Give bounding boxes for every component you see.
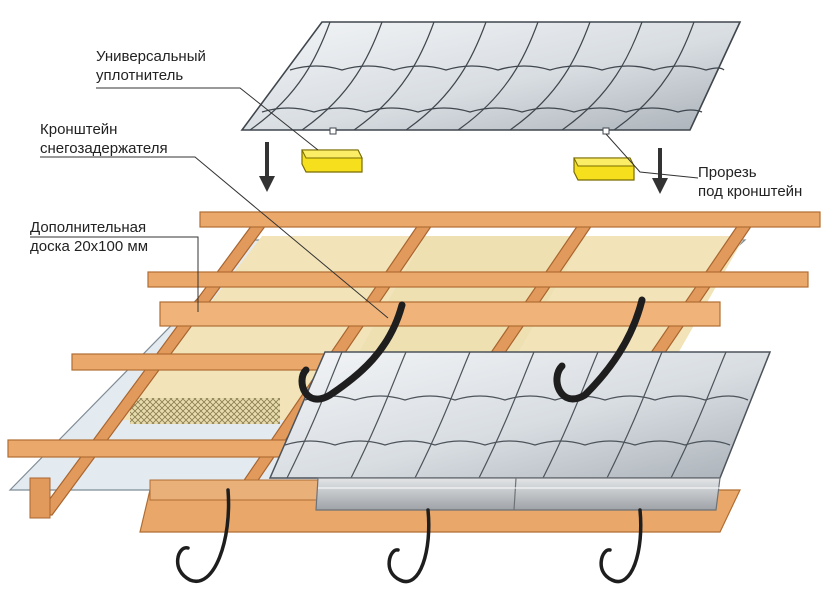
leader-lines — [30, 87, 699, 319]
snow-guard-brackets — [298, 296, 646, 403]
down-arrow-icon — [652, 148, 668, 194]
sealant-blocks — [301, 149, 635, 181]
eaves-board-end — [149, 479, 321, 501]
label-slot: Прорезь под кронштейн — [698, 163, 802, 201]
snow-guard — [315, 477, 721, 511]
label-board-line2: доска 20х100 мм — [30, 238, 149, 255]
label-sealant-line1: Универсальный — [96, 48, 206, 65]
label-sealant-line2: уплотнитель — [96, 67, 184, 84]
batten-end — [29, 477, 51, 519]
label-sealant: Универсальный уплотнитель — [96, 47, 206, 85]
label-bracket-line1: Кронштейн — [40, 121, 118, 138]
label-board-line1: Дополнительная — [30, 219, 147, 236]
bracket-slot — [602, 127, 610, 135]
additional-board — [159, 301, 721, 327]
gutter-hook — [387, 508, 431, 584]
label-board: Дополнительная доска 20х100 мм — [30, 218, 148, 256]
label-bracket: Кронштейн снегозадержателя — [40, 120, 168, 158]
metal-tile-installed — [268, 351, 772, 479]
gutter-hook — [176, 488, 231, 584]
gutter-hooks — [176, 488, 643, 584]
label-slot-line1: Прорезь — [698, 164, 757, 181]
bracket — [298, 301, 406, 403]
gutter-hook — [599, 508, 643, 584]
batten — [199, 211, 821, 228]
label-bracket-line2: снегозадержателя — [40, 140, 168, 157]
mesh-insulation — [130, 398, 280, 424]
bracket — [553, 296, 646, 403]
down-arrows — [259, 142, 668, 194]
metal-tile-sheet — [240, 21, 742, 135]
batten — [147, 271, 809, 288]
bracket-slot — [329, 127, 337, 135]
down-arrow-icon — [259, 142, 275, 192]
label-slot-line2: под кронштейн — [698, 183, 803, 200]
